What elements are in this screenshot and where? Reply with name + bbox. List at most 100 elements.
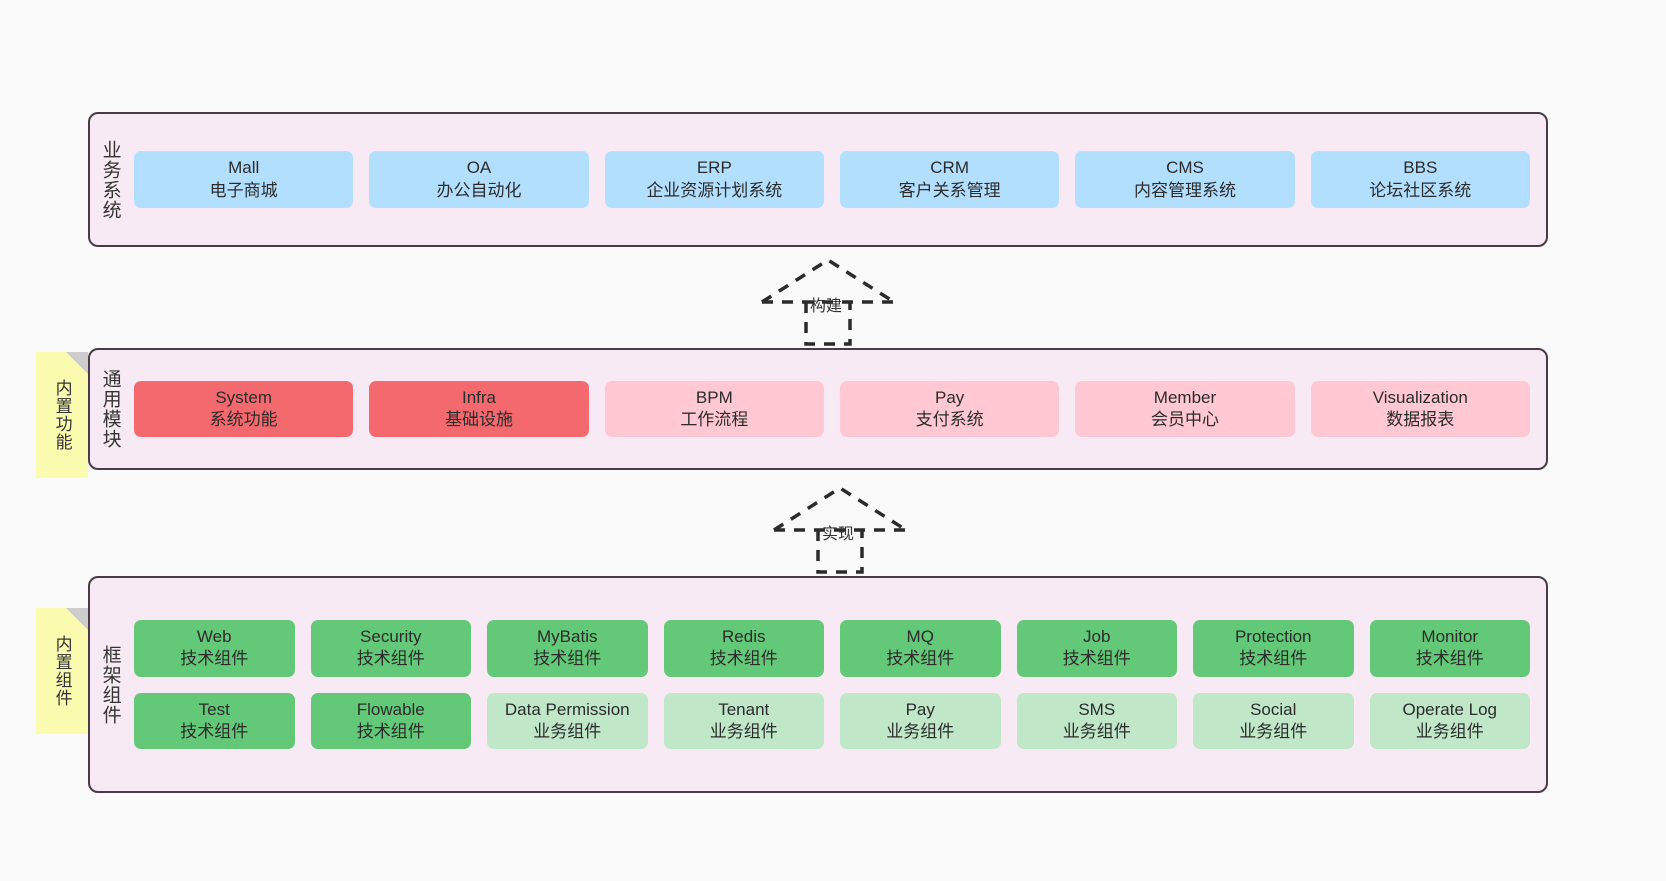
card-subtitle: 支付系统 xyxy=(915,410,984,429)
card-title: Pay xyxy=(935,387,965,407)
card-monitor[interactable]: Monitor 技术组件 xyxy=(1369,619,1530,677)
note-fold-corner-icon xyxy=(66,608,88,630)
card-infra[interactable]: Infra 基础设施 xyxy=(369,380,589,438)
connector-shaft xyxy=(804,302,852,346)
card-title: Mall xyxy=(228,158,260,178)
card-title: CRM xyxy=(930,158,969,178)
card-grid-framework-components: Web 技术组件 Security 技术组件 MyBatis 技术组件 Redi… xyxy=(130,578,1546,791)
layer-business-systems: 业务系统 Mall 电子商城 OA 办公自动化 ERP 企业资源计划系统 CRM… xyxy=(88,112,1548,247)
note-builtin-components: 内置组件 xyxy=(36,608,88,734)
card-subtitle: 论坛社区系统 xyxy=(1369,180,1472,200)
card-subtitle: 数据报表 xyxy=(1386,410,1455,429)
card-pay-module[interactable]: Pay 支付系统 xyxy=(839,380,1060,438)
card-subtitle: 技术组件 xyxy=(886,649,955,669)
card-title: Protection xyxy=(1234,626,1312,646)
card-title: MQ xyxy=(906,626,934,646)
card-title: BBS xyxy=(1403,158,1438,178)
card-title: Pay xyxy=(905,699,935,719)
card-title: Web xyxy=(196,626,232,646)
card-web[interactable]: Web 技术组件 xyxy=(134,619,295,677)
card-subtitle: 电子商城 xyxy=(209,180,278,200)
card-title: Flowable xyxy=(356,699,425,719)
note-label: 内置组件 xyxy=(52,635,72,707)
card-subtitle: 客户关系管理 xyxy=(898,180,1001,200)
note-builtin-functions: 内置功能 xyxy=(36,352,88,478)
card-subtitle: 技术组件 xyxy=(356,721,425,741)
layer-title-common-modules: 通用模块 xyxy=(99,369,121,449)
card-title: ERP xyxy=(696,158,732,178)
card-subtitle: 会员中心 xyxy=(1150,410,1219,429)
card-title: Security xyxy=(360,626,422,646)
card-title: Data Permission xyxy=(504,699,630,719)
card-redis[interactable]: Redis 技术组件 xyxy=(663,619,824,677)
card-security[interactable]: Security 技术组件 xyxy=(310,619,471,677)
card-social[interactable]: Social 业务组件 xyxy=(1193,692,1354,750)
card-subtitle: 技术组件 xyxy=(356,649,425,669)
card-mybatis[interactable]: MyBatis 技术组件 xyxy=(487,619,648,677)
layer-title-business-systems: 业务系统 xyxy=(99,139,121,220)
card-erp[interactable]: ERP 企业资源计划系统 xyxy=(604,151,824,208)
card-subtitle: 业务组件 xyxy=(1239,721,1308,741)
card-test[interactable]: Test 技术组件 xyxy=(134,692,295,750)
card-crm[interactable]: CRM 客户关系管理 xyxy=(839,151,1060,208)
card-operate-log[interactable]: Operate Log 业务组件 xyxy=(1369,692,1530,750)
card-visualization[interactable]: Visualization 数据报表 xyxy=(1310,380,1530,438)
card-title: SMS xyxy=(1078,699,1116,719)
connector-build: 构建 xyxy=(758,258,906,346)
card-bpm[interactable]: BPM 工作流程 xyxy=(604,380,824,438)
card-tenant[interactable]: Tenant 业务组件 xyxy=(663,692,824,750)
arrowhead-triangle-open xyxy=(773,486,907,532)
card-member[interactable]: Member 会员中心 xyxy=(1075,380,1295,438)
card-subtitle: 业务组件 xyxy=(709,721,778,741)
card-subtitle: 工作流程 xyxy=(680,410,749,429)
card-subtitle: 办公自动化 xyxy=(436,180,522,200)
connector-implement: 实现 xyxy=(770,486,918,574)
card-protection[interactable]: Protection 技术组件 xyxy=(1193,619,1354,677)
card-title: Visualization xyxy=(1372,387,1468,407)
note-fold-corner-icon xyxy=(66,352,88,374)
card-mall[interactable]: Mall 电子商城 xyxy=(134,151,354,208)
card-pay-component[interactable]: Pay 业务组件 xyxy=(840,692,1001,750)
card-system[interactable]: System 系统功能 xyxy=(134,380,354,438)
card-row: Web 技术组件 Security 技术组件 MyBatis 技术组件 Redi… xyxy=(134,619,1530,677)
card-title: Tenant xyxy=(718,699,770,719)
card-subtitle: 技术组件 xyxy=(1415,649,1484,669)
card-title: Redis xyxy=(722,626,766,646)
card-row: System 系统功能 Infra 基础设施 BPM 工作流程 Pay 支付系统… xyxy=(134,380,1530,438)
card-grid-common-modules: System 系统功能 Infra 基础设施 BPM 工作流程 Pay 支付系统… xyxy=(130,350,1546,468)
card-subtitle: 系统功能 xyxy=(209,410,278,429)
card-title: Member xyxy=(1153,387,1217,407)
card-subtitle: 技术组件 xyxy=(533,649,602,669)
card-data-permission[interactable]: Data Permission 业务组件 xyxy=(487,692,648,750)
card-grid-business-systems: Mall 电子商城 OA 办公自动化 ERP 企业资源计划系统 CRM 客户关系… xyxy=(130,114,1546,245)
card-title: Infra xyxy=(461,387,496,407)
card-subtitle: 业务组件 xyxy=(886,721,955,741)
card-sms[interactable]: SMS 业务组件 xyxy=(1016,692,1177,750)
connector-label-implement: 实现 xyxy=(822,526,855,543)
card-subtitle: 技术组件 xyxy=(1239,649,1308,669)
card-subtitle: 业务组件 xyxy=(1415,721,1484,741)
card-row: Test 技术组件 Flowable 技术组件 Data Permission … xyxy=(134,692,1530,750)
card-title: Operate Log xyxy=(1402,699,1497,719)
card-subtitle: 技术组件 xyxy=(180,721,249,741)
card-subtitle: 技术组件 xyxy=(1062,649,1131,669)
card-row: Mall 电子商城 OA 办公自动化 ERP 企业资源计划系统 CRM 客户关系… xyxy=(134,151,1530,208)
card-cms[interactable]: CMS 内容管理系统 xyxy=(1075,151,1295,208)
connector-label-build: 构建 xyxy=(810,298,843,315)
card-job[interactable]: Job 技术组件 xyxy=(1016,619,1177,677)
card-title: System xyxy=(215,387,272,407)
card-subtitle: 技术组件 xyxy=(180,649,249,669)
layer-common-modules: 通用模块 System 系统功能 Infra 基础设施 BPM 工作流程 Pay… xyxy=(88,348,1548,470)
card-title: Job xyxy=(1083,626,1111,646)
card-flowable[interactable]: Flowable 技术组件 xyxy=(310,692,471,750)
card-title: OA xyxy=(466,158,492,178)
card-subtitle: 基础设施 xyxy=(444,410,513,429)
card-bbs[interactable]: BBS 论坛社区系统 xyxy=(1310,151,1530,208)
card-subtitle: 业务组件 xyxy=(1062,721,1131,741)
layer-title-framework-components: 框架组件 xyxy=(99,644,121,725)
layer-framework-components: 框架组件 Web 技术组件 Security 技术组件 MyBatis 技术组件… xyxy=(88,576,1548,793)
card-oa[interactable]: OA 办公自动化 xyxy=(369,151,589,208)
card-mq[interactable]: MQ 技术组件 xyxy=(840,619,1001,677)
note-label: 内置功能 xyxy=(52,379,72,451)
